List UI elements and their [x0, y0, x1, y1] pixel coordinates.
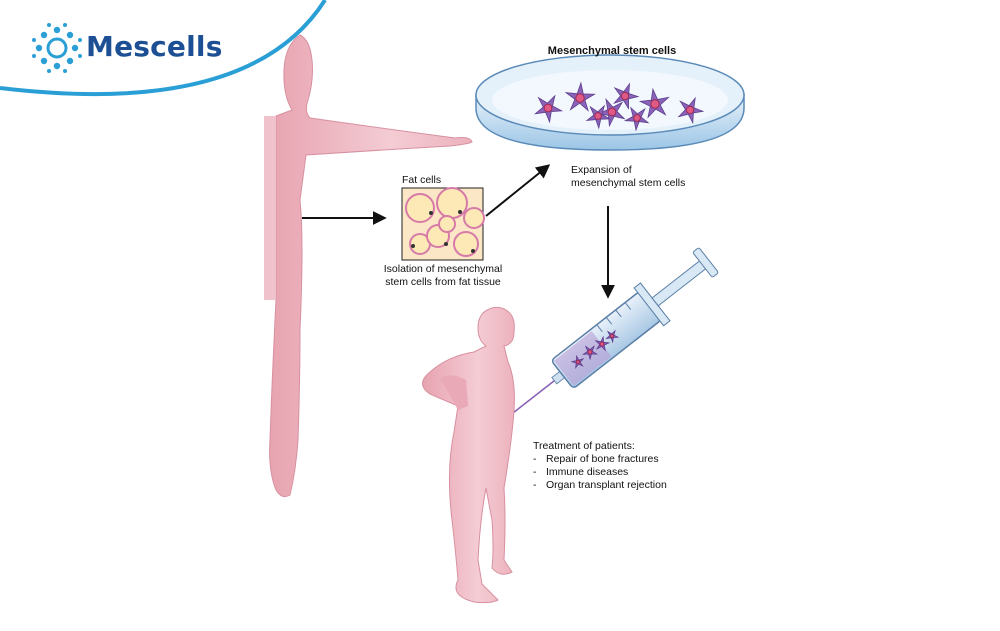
isolation-label-line2: stem cells from fat tissue [385, 276, 501, 288]
cell-nucleus [594, 112, 602, 120]
treatment-list: -Repair of bone fractures -Immune diseas… [533, 453, 667, 491]
expansion-label-line1: Expansion of [571, 164, 632, 176]
cell-nucleus [587, 349, 593, 355]
fat-cells-panel [401, 187, 485, 261]
treatment-item: Immune diseases [546, 466, 628, 478]
cell-nucleus [685, 105, 695, 115]
isolation-label-line1: Isolation of mesenchymal [384, 263, 502, 275]
cell-nucleus [650, 99, 660, 109]
cell-nucleus [620, 91, 630, 101]
cell-nucleus [609, 333, 615, 339]
cell-nucleus [607, 107, 617, 117]
fat-cells-label: Fat cells [402, 174, 441, 186]
cell-nucleus [543, 103, 553, 113]
cell-nucleus [575, 359, 581, 365]
svg-text:-: - [533, 453, 537, 465]
svg-text:-: - [533, 479, 537, 491]
cell-nucleus [599, 341, 605, 347]
patient-figure [422, 306, 515, 604]
cell-nucleus [633, 114, 641, 122]
stem-cells-in-syringe [570, 329, 620, 369]
dish-title: Mesenchymal stem cells [548, 45, 676, 57]
stem-cells-in-dish [533, 81, 705, 132]
donor-figure [264, 34, 473, 498]
svg-text:-: - [533, 466, 537, 478]
treatment-title: Treatment of patients: [533, 440, 635, 452]
arrow-to-dish [485, 164, 551, 217]
expansion-label-line2: mesenchymal stem cells [571, 177, 685, 189]
cell-cluster-icon [32, 23, 82, 73]
brand-name: Mescells [86, 30, 223, 63]
treatment-item: Repair of bone fractures [546, 453, 659, 465]
cell-nucleus [575, 93, 585, 103]
petri-dish [475, 54, 745, 151]
brand-swoosh [0, 0, 327, 97]
treatment-item: Organ transplant rejection [546, 479, 667, 491]
